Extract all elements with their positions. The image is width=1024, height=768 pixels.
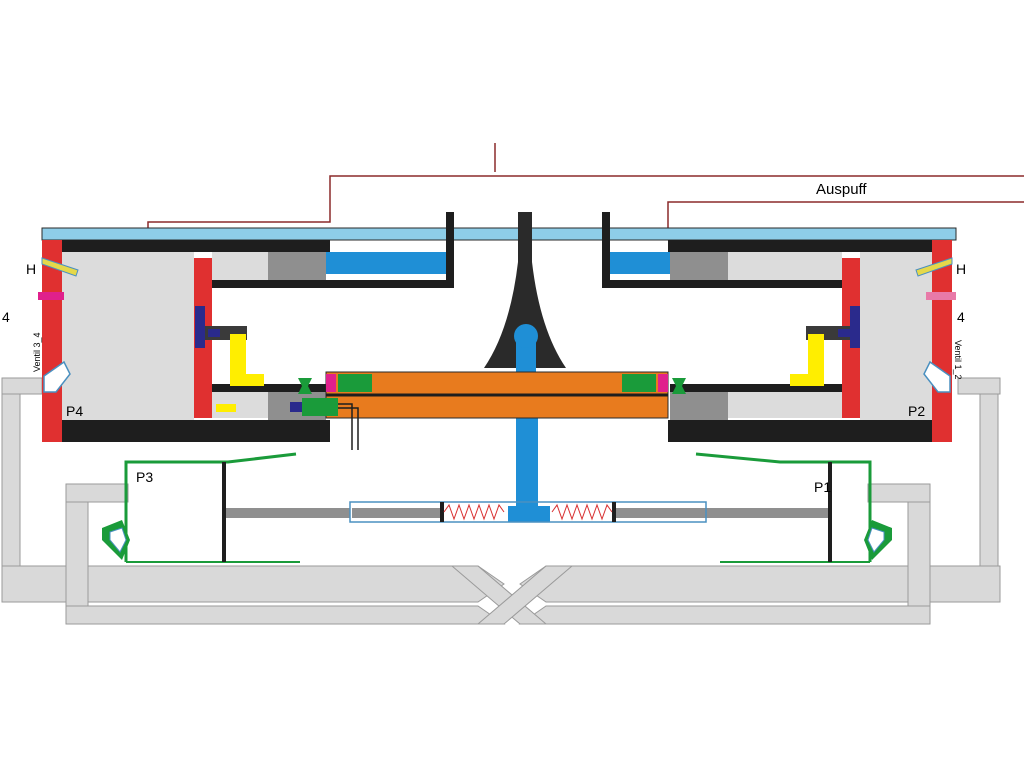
valve-label-right: Ventil 1_2 (953, 340, 963, 380)
lower-mechanism (102, 452, 892, 563)
crossover-pipe (1, 377, 1001, 625)
left-cylinder (38, 212, 454, 442)
cylinder-number-left: 4 (2, 309, 10, 325)
cylinder-number-right: 4 (957, 309, 965, 325)
valve-label-left: Ventil 3_4 (32, 332, 42, 372)
center-column (484, 212, 566, 522)
chamber-label-p3: P3 (136, 469, 153, 485)
exhaust-lines (80, 143, 1024, 231)
chamber-label-p2: P2 (908, 403, 925, 419)
spark-label-left: H (26, 261, 36, 277)
top-cover (41, 227, 957, 241)
chamber-label-p1: P1 (814, 479, 831, 495)
spark-label-right: H (956, 261, 966, 277)
connecting-rod (290, 371, 686, 450)
right-cylinder (602, 212, 956, 442)
chamber-label-p4: P4 (66, 403, 83, 419)
exhaust-label: Auspuff (816, 181, 867, 198)
